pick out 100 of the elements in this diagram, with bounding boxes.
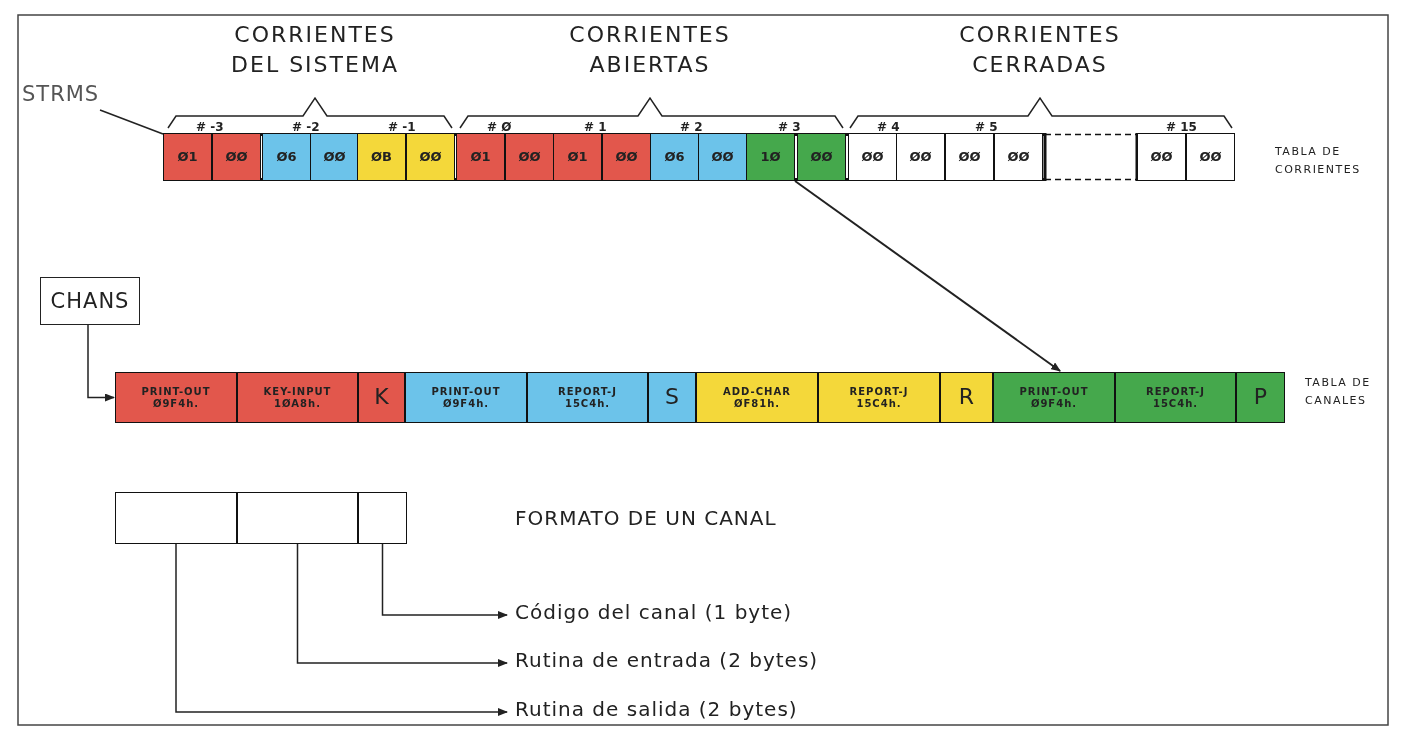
memory-table [163,133,1235,181]
byte-value: ØØ [958,149,981,165]
channel-code: K [374,384,389,411]
field-cell [237,492,358,544]
arrow [381,543,508,619]
field-description: Rutina de entrada (2 bytes) [515,648,819,672]
stream-number: # -2 [292,120,320,134]
channel-code: S [665,384,679,411]
table-cell [553,133,602,181]
routine-address: Ø9F4h. [1030,397,1078,410]
field-description: Código del canal (1 byte) [515,600,793,624]
byte-value: Ø1 [470,149,491,165]
routine-name: PRINT-OUT [141,385,211,398]
stream-number: # Ø [487,120,512,134]
section-title: FORMATO DE UN CANAL [515,506,777,530]
table-cell [1115,372,1236,423]
table-cell [262,133,311,181]
field-description: Rutina de salida (2 bytes) [515,697,798,721]
table-cell [163,133,212,181]
byte-value: ØØ [810,149,833,165]
table-cell [115,372,237,423]
byte-value: ØØ [861,149,884,165]
byte-value: Ø6 [276,149,297,165]
table-cell [818,372,940,423]
leader-line [99,109,164,135]
table-cell [994,133,1043,181]
routine-name: REPORT-J [1146,385,1205,398]
byte-value: ØB [371,149,392,165]
stream-number: # 15 [1166,120,1197,134]
routine-name: PRINT-OUT [1019,385,1089,398]
routine-address: Ø9F4h. [442,397,490,410]
byte-value: ØØ [419,149,442,165]
channel-code: P [1253,384,1268,411]
byte-value: ØØ [1007,149,1030,165]
table-cell [505,133,554,181]
routine-address: 15C4h. [564,397,611,410]
table-cell [696,372,818,423]
table-cell [698,133,747,181]
table-cell [945,133,994,181]
table-cell [797,133,846,181]
table-cell [993,372,1115,423]
table-cell [1236,372,1285,423]
table-cell [212,133,261,181]
byte-value: Ø1 [567,149,588,165]
routine-name: PRINT-OUT [431,385,501,398]
stream-number: # 1 [584,120,607,134]
byte-value: ØØ [1150,149,1173,165]
byte-value: ØØ [518,149,541,165]
routine-address: Ø9F4h. [152,397,200,410]
stream-number: # 4 [877,120,900,134]
pointer-name: STRMS [22,82,100,106]
table-cell [357,133,406,181]
memory-table [115,372,1285,423]
stream-number: # 5 [975,120,998,134]
table-cell [648,372,696,423]
group-title: CORRIENTES CERRADAS [958,21,1122,79]
pointer-name: CHANS [50,289,130,313]
arrow [296,543,508,667]
group-title: CORRIENTES ABIERTAS [568,21,732,79]
routine-name: REPORT-J [849,385,909,398]
table-cell [746,133,795,181]
format-table [115,492,407,544]
byte-value: ØØ [323,149,346,165]
table-cell [358,372,405,423]
byte-value: ØØ [225,149,248,165]
table-cell [310,133,359,181]
group-title: CORRIENTES DEL SISTEMA [230,21,400,79]
routine-address: 1ØA8h. [274,397,321,410]
table-cell [456,133,505,181]
routine-address: 15C4h. [1152,397,1199,410]
routine-name: KEY-INPUT [263,385,332,398]
table-cell [940,372,993,423]
stream-number: # 2 [680,120,703,134]
routine-name: ADD-CHAR [723,385,791,398]
routine-name: REPORT-J [558,385,617,398]
pointer-box [40,277,140,325]
table-cell [527,372,648,423]
routine-address: ØF81h. [733,397,781,410]
table-cell [405,372,527,423]
field-cell [358,492,407,544]
table-cell [602,133,651,181]
routine-address: 15C4h. [856,397,902,410]
byte-value: ØØ [615,149,638,165]
table-cell [848,133,897,181]
table-name: TABLA DE CANALES [1305,375,1372,409]
byte-value: ØØ [711,149,734,165]
byte-value: ØØ [909,149,932,165]
arrow [794,180,1062,372]
byte-value: Ø1 [177,149,198,165]
table-cell [1186,133,1235,181]
table-cell [1137,133,1186,181]
arrow [175,543,508,716]
byte-value: 1Ø [760,149,781,165]
table-cell [896,133,945,181]
table-cell [237,372,358,423]
stream-number: # -3 [196,120,224,134]
byte-value: ØØ [1199,149,1222,165]
arrow [87,324,115,402]
stream-number: # 3 [778,120,801,134]
stream-number: # -1 [388,120,416,134]
